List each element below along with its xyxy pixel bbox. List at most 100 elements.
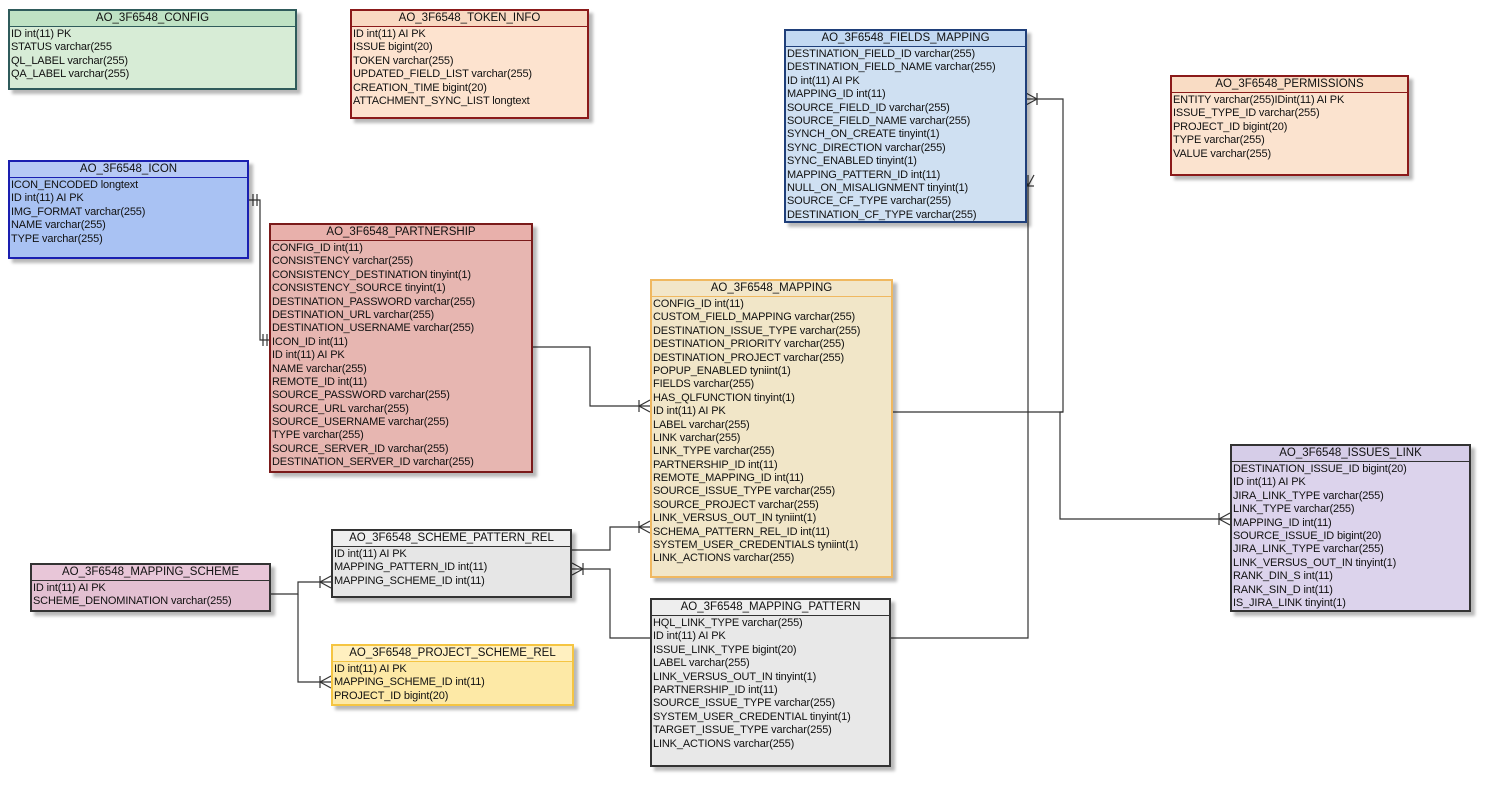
column-row: ID int(11) AI PK — [653, 405, 726, 418]
column-row: DESTINATION_CF_TYPE varchar(255) — [787, 208, 977, 221]
column-row: SYNCH_ON_CREATE tinyint(1) — [787, 128, 940, 141]
column-row: PROJECT_ID bigint(20) — [1173, 120, 1288, 133]
column-row: NULL_ON_MISALIGNMENT tinyint(1) — [787, 181, 968, 194]
table-ao-3f6548-partnership[interactable]: AO_3F6548_PARTNERSHIP CONFIG_ID int(11)C… — [269, 223, 533, 473]
column-row: DESTINATION_PROJECT varchar(255) — [653, 351, 845, 364]
table-ao-3f6548-mapping-scheme[interactable]: AO_3F6548_MAPPING_SCHEME ID int(11) AI P… — [30, 563, 271, 612]
column-row: QA_LABEL varchar(255) — [11, 68, 130, 81]
column-row: SCHEME_DENOMINATION varchar(255) — [33, 595, 232, 608]
relationship-line — [1059, 411, 1230, 520]
relationship-line — [572, 568, 650, 639]
column-row: SOURCE_FIELD_ID varchar(255) — [787, 101, 950, 114]
column-row: RANK_SIN_D int(11) — [1233, 583, 1333, 596]
column-row: MAPPING_ID int(11) — [1233, 516, 1332, 529]
column-row: SCHEMA_PATTERN_REL_ID int(11) — [653, 525, 830, 538]
column-row: SYNC_DIRECTION varchar(255) — [787, 141, 946, 154]
column-row: MAPPING_SCHEME_ID int(11) — [334, 574, 485, 587]
column-row: DESTINATION_ISSUE_ID bigint(20) — [1233, 463, 1407, 475]
column-row: HAS_QLFUNCTION tinyint(1) — [653, 391, 795, 404]
crowfoot-marker-many — [319, 675, 332, 689]
column-row: HQL_LINK_TYPE varchar(255) — [653, 617, 803, 629]
field-list: DESTINATION_ISSUE_ID bigint(20)ID int(11… — [1232, 462, 1469, 610]
relationship-mapping-to-issues-link — [1059, 411, 1231, 526]
column-row: CONFIG_ID int(11) — [272, 242, 363, 254]
column-row: ID int(11) AI PK — [11, 192, 84, 205]
column-row: RANK_DIN_S int(11) — [1233, 570, 1333, 583]
table-ao-3f6548-project-scheme-rel[interactable]: AO_3F6548_PROJECT_SCHEME_REL ID int(11) … — [331, 644, 574, 706]
column-row: SOURCE_ISSUE_TYPE varchar(255) — [653, 697, 835, 710]
column-row: IS_JIRA_LINK tinyint(1) — [1233, 596, 1346, 609]
column-row: ID int(11) AI PK — [33, 582, 106, 594]
column-row: LINK_VERSUS_OUT_IN tyniint(1) — [653, 512, 817, 525]
column-row: DESTINATION_URL varchar(255) — [272, 308, 435, 321]
column-row: ICON_ENCODED longtext — [11, 179, 139, 191]
column-row: CONSISTENCY_DESTINATION tinyint(1) — [272, 268, 471, 281]
column-row: ISSUE bigint(20) — [353, 41, 433, 54]
column-row: SYNC_ENABLED tinyint(1) — [787, 155, 917, 168]
column-row: JIRA_LINK_TYPE varchar(255) — [1233, 489, 1384, 502]
column-row: DESTINATION_SERVER_ID varchar(255) — [272, 456, 474, 469]
column-row: IMG_FORMAT varchar(255) — [11, 205, 146, 218]
column-row: MAPPING_SCHEME_ID int(11) — [334, 676, 485, 689]
column-row: SYSTEM_USER_CREDENTIAL tinyint(1) — [653, 710, 851, 723]
column-row: LINK_VERSUS_OUT_IN tinyint(1) — [653, 670, 817, 683]
column-row: REMOTE_MAPPING_ID int(11) — [653, 472, 804, 485]
relationship-mapping-scheme-to-scheme-pattern-rel — [271, 575, 332, 595]
crowfoot-marker-many — [319, 575, 332, 589]
column-row: NAME varchar(255) — [11, 219, 106, 232]
column-row: TYPE varchar(255) — [11, 232, 103, 245]
column-row: CUSTOM_FIELD_MAPPING varchar(255) — [653, 311, 856, 324]
column-row: SOURCE_URL varchar(255) — [272, 402, 409, 415]
column-row: SOURCE_PROJECT varchar(255) — [653, 498, 819, 511]
column-row: UPDATED_FIELD_LIST varchar(255) — [353, 68, 532, 81]
table-ao-3f6548-fields-mapping[interactable]: AO_3F6548_FIELDS_MAPPING DESTINATION_FIE… — [784, 29, 1027, 223]
field-list: DESTINATION_FIELD_ID varchar(255)DESTINA… — [786, 47, 1025, 222]
column-row: DESTINATION_FIELD_ID varchar(255) — [787, 48, 976, 60]
table-title: AO_3F6548_PROJECT_SCHEME_REL — [333, 646, 572, 662]
column-row: LINK_ACTIONS varchar(255) — [653, 737, 795, 750]
crowfoot-marker-one — [252, 194, 258, 206]
table-ao-3f6548-mapping-pattern[interactable]: AO_3F6548_MAPPING_PATTERN HQL_LINK_TYPE … — [650, 598, 891, 767]
relationship-mapping-scheme-to-project-scheme-rel — [297, 594, 332, 689]
column-row: LINK varchar(255) — [653, 431, 741, 444]
column-row: CONSISTENCY varchar(255) — [272, 255, 414, 268]
crowfoot-marker-many — [1025, 92, 1038, 106]
table-title: AO_3F6548_CONFIG — [10, 11, 295, 27]
table-title: AO_3F6548_MAPPING — [652, 281, 891, 297]
relationship-line — [297, 594, 331, 683]
table-title: AO_3F6548_MAPPING_PATTERN — [652, 600, 889, 616]
column-row: LABEL varchar(255) — [653, 418, 750, 431]
relationship-scheme-pattern-rel-to-mapping-pattern — [571, 562, 650, 639]
column-row: PARTNERSHIP_ID int(11) — [653, 458, 778, 471]
column-row: ISSUE_LINK_TYPE bigint(20) — [653, 643, 797, 656]
column-row: CONSISTENCY_SOURCE tinyint(1) — [272, 282, 446, 295]
column-row: DESTINATION_PASSWORD varchar(255) — [272, 295, 476, 308]
table-title: AO_3F6548_ISSUES_LINK — [1232, 446, 1469, 462]
table-title: AO_3F6548_MAPPING_SCHEME — [32, 565, 269, 581]
column-row: ISSUE_TYPE_ID varchar(255) — [1173, 107, 1320, 120]
table-ao-3f6548-issues-link[interactable]: AO_3F6548_ISSUES_LINK DESTINATION_ISSUE_… — [1230, 444, 1471, 612]
column-row: ENTITY varchar(255)IDint(11) AI PK — [1173, 94, 1345, 106]
table-ao-3f6548-permissions[interactable]: AO_3F6548_PERMISSIONS ENTITY varchar(255… — [1170, 75, 1409, 176]
column-row: VALUE varchar(255) — [1173, 147, 1271, 160]
table-title: AO_3F6548_PERMISSIONS — [1172, 77, 1407, 93]
table-ao-3f6548-scheme-pattern-rel[interactable]: AO_3F6548_SCHEME_PATTERN_REL ID int(11) … — [331, 529, 572, 598]
column-row: LINK_TYPE varchar(255) — [653, 445, 775, 458]
table-title: AO_3F6548_SCHEME_PATTERN_REL — [333, 531, 570, 547]
column-row: LINK_ACTIONS varchar(255) — [653, 552, 795, 565]
table-ao-3f6548-mapping[interactable]: AO_3F6548_MAPPING CONFIG_ID int(11)CUSTO… — [650, 279, 893, 578]
column-row: MAPPING_PATTERN_ID int(11) — [334, 561, 488, 574]
column-row: SOURCE_ISSUE_ID bigint(20) — [1233, 529, 1382, 542]
column-row: DESTINATION_FIELD_NAME varchar(255) — [787, 61, 996, 74]
column-row: ID int(11) AI PK — [653, 630, 726, 643]
column-row: TYPE varchar(255) — [1173, 134, 1265, 147]
